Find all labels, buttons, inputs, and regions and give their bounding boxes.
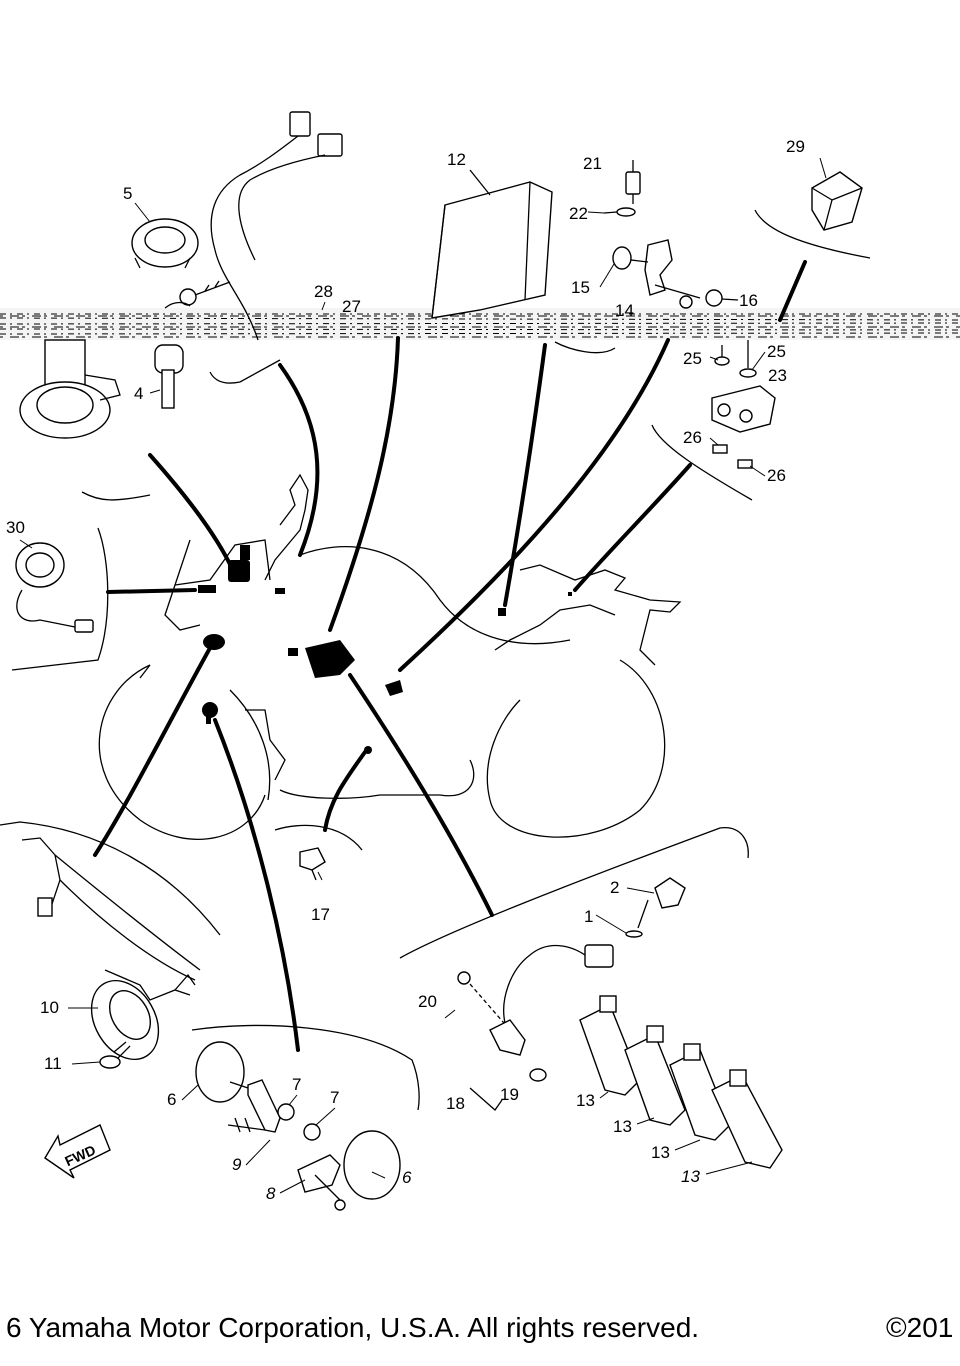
part-label-25a: 25 [683,349,702,368]
part-label-27: 27 [342,297,361,316]
part-label-22: 22 [569,204,588,223]
part-label-9: 9 [232,1155,242,1174]
part-label-11: 11 [44,1054,62,1073]
part-label-13c: 13 [651,1143,670,1162]
part-8-drawing [297,1154,346,1211]
part-label-30: 30 [6,518,25,537]
part-label-29: 29 [786,137,805,156]
part-13-drawing [579,995,783,1169]
key-set-drawing [164,280,231,309]
part-label-7b: 7 [330,1088,339,1107]
part-label-19: 19 [500,1085,519,1104]
part-label-21: 21 [583,154,602,173]
ignition-switch-drawing [19,339,121,439]
part-label-1: 1 [584,907,593,926]
part-label-6a: 6 [167,1090,176,1109]
part-2-drawing [625,877,686,938]
footer: 6 Yamaha Motor Corporation, U.S.A. All r… [0,1312,960,1352]
part-12-drawing [431,169,553,319]
part-label-14: 14 [615,301,634,320]
part-label-25b: 25 [767,342,786,361]
part-9-drawing [227,1079,281,1133]
part-label-4: 4 [134,384,143,403]
part-label-13b: 13 [613,1117,632,1136]
part-29-drawing [811,171,863,231]
part-label-13a: 13 [576,1091,595,1110]
part-6-drawing [195,1041,401,1200]
part-label-6b: 6 [402,1168,412,1187]
part-label-8: 8 [266,1184,276,1203]
part-label-12: 12 [447,150,466,169]
part-label-26b: 26 [767,466,786,485]
part-label-2: 2 [610,878,619,897]
copyright-year: ©201 [886,1312,954,1343]
part-label-18: 18 [446,1094,465,1113]
copyright-text: 6 Yamaha Motor Corporation, U.S.A. All r… [6,1312,700,1343]
part-10-drawing [90,969,196,1061]
label-ticks [19,157,827,1194]
part-label-10: 10 [40,998,59,1017]
part-label-15: 15 [571,278,590,297]
part-label-20: 20 [418,992,437,1011]
part-label-26a: 26 [683,428,702,447]
part-18-drawing [457,944,614,1111]
part-28-drawing [210,111,343,341]
part-label-13d: 13 [681,1167,700,1186]
part-4-drawing [154,344,184,409]
part-23-drawing [711,340,776,469]
horn-bracket-drawing [21,837,201,981]
part-30-drawing [15,542,94,633]
part-label-17: 17 [311,905,330,924]
motorcycle-outline [98,473,682,840]
part-21-drawing [603,160,641,217]
part-label-7a: 7 [292,1075,301,1094]
part-17-drawing [299,847,326,881]
part-5-drawing [131,218,199,269]
fwd-arrow [44,1124,111,1179]
part-14-drawing [612,239,739,309]
bike-mounted-parts [198,545,572,754]
part-label-28: 28 [314,282,333,301]
part-labels: 1 2 4 5 6 6 7 7 8 9 10 11 12 13 13 13 13… [6,137,805,1203]
part-label-23: 23 [768,366,787,385]
part-label-16: 16 [739,291,758,310]
part-7-drawing [277,1103,321,1141]
part-label-5: 5 [123,184,132,203]
leader-lines [93,260,807,1052]
callout-brackets [0,209,871,1111]
scan-noise-band [0,308,960,340]
